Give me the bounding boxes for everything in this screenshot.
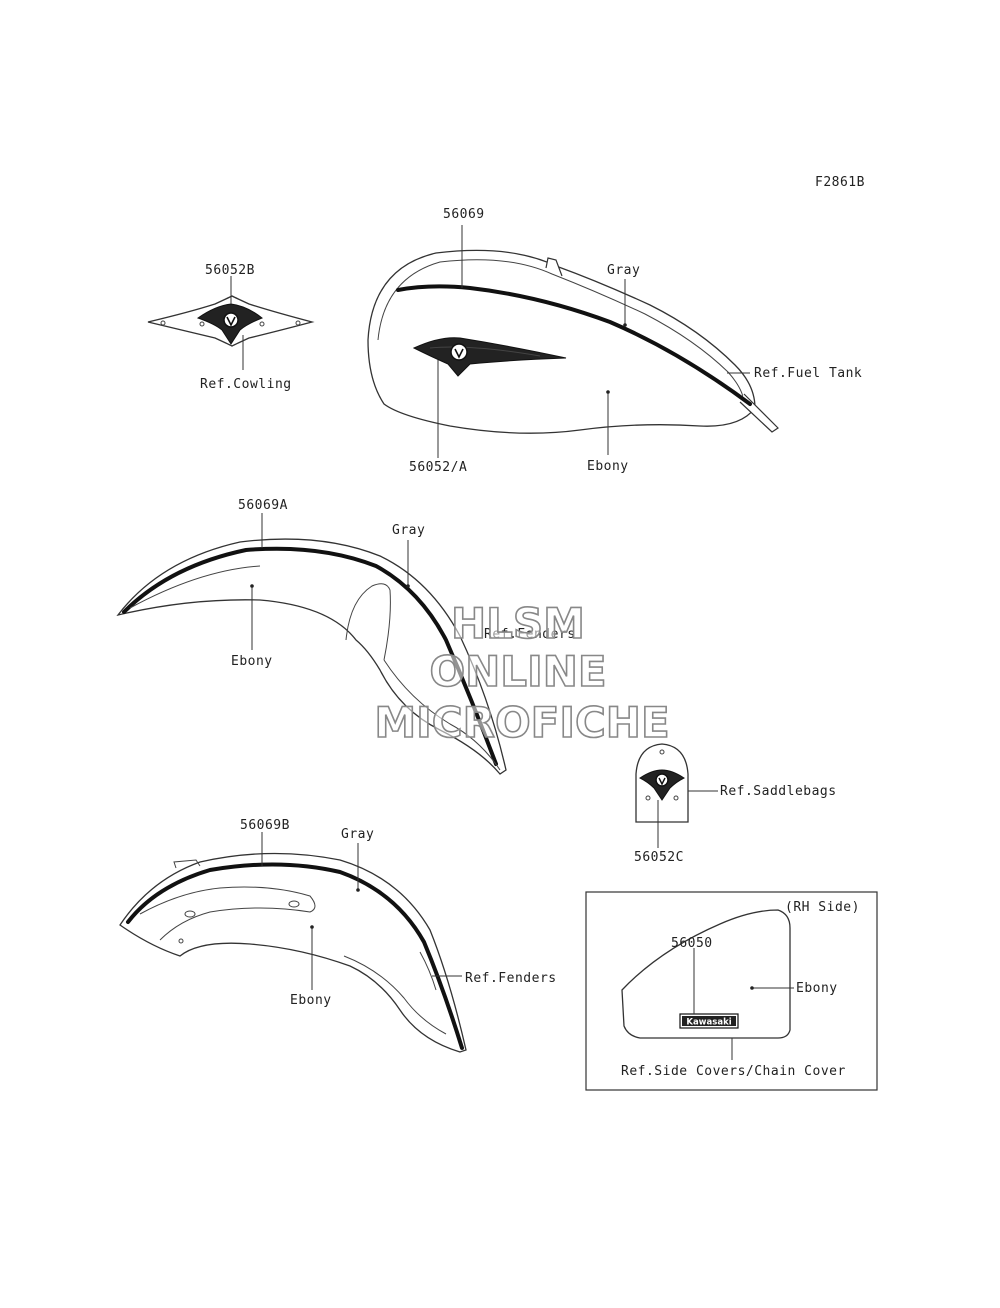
- watermark-line3: MICROFICHE: [374, 698, 669, 747]
- ref-fenders-front: Ref.Fenders: [484, 627, 576, 642]
- part-56069b: 56069B: [240, 818, 290, 833]
- part-56052b: 56052B: [205, 263, 255, 278]
- ref-fenders-rear: Ref.Fenders: [465, 971, 557, 986]
- tank-ebony-label: Ebony: [587, 459, 629, 474]
- part-56069: 56069: [443, 207, 485, 222]
- tank-gray-label: Gray: [607, 263, 640, 278]
- part-56050: 56050: [671, 936, 713, 951]
- rear-fender: [119, 852, 467, 1053]
- front-gray-label: Gray: [392, 523, 425, 538]
- cowling-emblem: [147, 295, 315, 347]
- watermark: HLSM ONLINE MICROFICHE: [374, 598, 671, 748]
- kawasaki-badge-text: Kawasaki: [686, 1018, 731, 1028]
- watermark-line2: ONLINE: [429, 647, 606, 696]
- part-56052a: 56052/A: [409, 460, 467, 475]
- front-ebony-label: Ebony: [231, 654, 273, 669]
- ref-side-covers: Ref.Side Covers/Chain Cover: [621, 1064, 846, 1079]
- saddlebag-emblem: [635, 743, 689, 823]
- figure-code: F2861B: [815, 175, 865, 190]
- watermark-line1: HLSM: [451, 599, 585, 648]
- rear-ebony-label: Ebony: [290, 993, 332, 1008]
- front-fender: [116, 538, 507, 775]
- inset-side-label: (RH Side): [785, 900, 860, 915]
- fuel-tank: [367, 249, 779, 434]
- ref-fuel-tank: Ref.Fuel Tank: [754, 366, 862, 381]
- part-56052c: 56052C: [634, 850, 684, 865]
- ref-cowling: Ref.Cowling: [200, 377, 292, 392]
- rear-gray-label: Gray: [341, 827, 374, 842]
- side-ebony-label: Ebony: [796, 981, 838, 996]
- part-56069a: 56069A: [238, 498, 288, 513]
- ref-saddlebags: Ref.Saddlebags: [720, 784, 837, 799]
